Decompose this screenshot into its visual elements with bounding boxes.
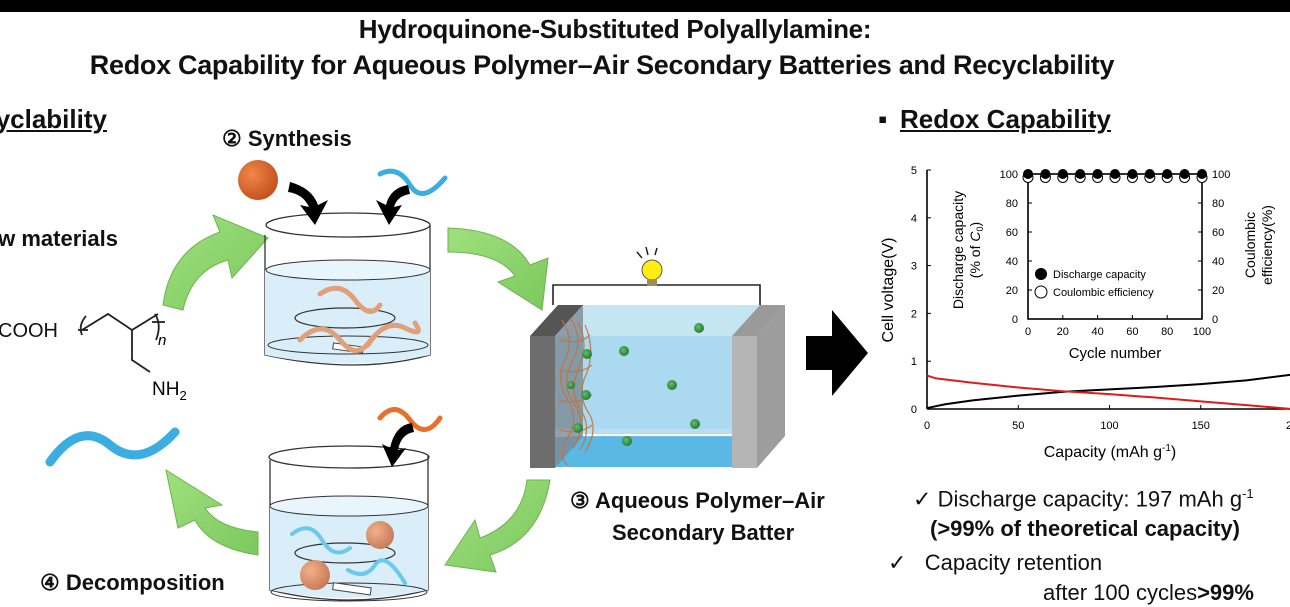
x-tick-label: 20 — [1286, 420, 1290, 432]
polymer-strand-orange — [377, 407, 443, 432]
check-icon: ✓ — [888, 550, 907, 575]
inset-y-tick-label: 60 — [1006, 227, 1018, 239]
raw-materials-label: Raw materials — [0, 226, 118, 251]
legend-coulombic-label: Coulombic efficiency — [1053, 287, 1154, 299]
charge-curve — [926, 373, 1290, 410]
discharge-capacity-point — [1057, 169, 1068, 179]
inset-y-axis-label-2: (% of C0) — [967, 222, 985, 278]
inset-y2-tick-label: 100 — [1212, 169, 1230, 181]
result-2-value: >99% — [1197, 580, 1254, 605]
result-2: ✓ Capacity retention — [888, 550, 1102, 576]
inset-y2-tick-label: 0 — [1212, 314, 1218, 326]
check-icon: ✓ — [913, 486, 932, 512]
inset-y-tick-label: 40 — [1006, 256, 1018, 268]
decomposition-beaker — [268, 445, 430, 602]
inset-x-axis-label: Cycle number — [1069, 345, 1162, 362]
inset-y-tick-label: 20 — [1006, 285, 1018, 297]
discharge-capacity-point — [1197, 169, 1207, 179]
black-arrow-3 — [382, 423, 414, 467]
x-tick-label: 150 — [1192, 420, 1210, 432]
inset-y2-tick-label: 60 — [1212, 227, 1224, 239]
arrow-synthesis-to-battery — [447, 227, 549, 311]
inset-y-tick-label: 100 — [1000, 169, 1018, 181]
inset-x-tick-label: 40 — [1091, 326, 1103, 338]
y-tick-label: 5 — [911, 165, 917, 177]
y-axis-label: Cell voltage(V) — [880, 238, 897, 343]
inset-y2-tick-label: 20 — [1212, 285, 1224, 297]
top-black-bar — [0, 0, 1290, 12]
discharge-capacity-point — [1144, 169, 1155, 179]
discharge-capacity-point — [1127, 169, 1138, 179]
discharge-capacity-point — [1092, 169, 1103, 179]
heading-bullet: ▪ — [878, 104, 888, 134]
y-tick-label: 2 — [911, 308, 917, 320]
black-arrow-2 — [376, 185, 410, 225]
discharge-curve — [926, 374, 1290, 410]
x-tick-label: 0 — [924, 420, 930, 432]
y-tick-label: 4 — [911, 213, 917, 225]
hydroquinone-ball — [238, 160, 278, 200]
arrow-raw-to-synthesis — [162, 214, 269, 311]
battery-cell — [530, 246, 785, 468]
arrow-battery-to-decomposition — [444, 479, 551, 573]
discharge-capacity-point — [1040, 169, 1051, 179]
black-block-arrow — [806, 310, 868, 396]
voltage-capacity-chart: 01234505010015020Capacity (mAh g-1)Cell … — [880, 165, 1290, 461]
result-2-text: Capacity retention — [924, 550, 1103, 575]
y-tick-label: 3 — [911, 261, 917, 273]
step-2-synthesis-label: ② Synthesis — [222, 126, 352, 151]
discharge-capacity-point — [1075, 169, 1086, 179]
step-3-label-line-2: Secondary Batter — [612, 520, 795, 545]
result-2-detail-text: after 100 cycles — [1043, 580, 1198, 605]
polymer-structure — [78, 312, 165, 373]
result-1-detail: (>99% of theoretical capacity) — [930, 516, 1240, 541]
legend-filled-marker — [1035, 268, 1047, 280]
discharge-capacity-point — [1162, 169, 1173, 179]
polymer-subscript-n: n — [158, 332, 166, 349]
discharge-capacity-point — [1023, 169, 1033, 179]
y-tick-label: 0 — [911, 404, 917, 416]
inset-y2-tick-label: 40 — [1212, 256, 1224, 268]
result-1: ✓ Discharge capacity: 197 mAh g-1 — [913, 486, 1254, 512]
y-tick-label: 1 — [911, 356, 917, 368]
inset-y2-tick-label: 80 — [1212, 198, 1224, 210]
result-2-detail: after 100 cycles>99% — [1043, 580, 1254, 606]
inset-x-tick-label: 60 — [1126, 326, 1138, 338]
x-tick-label: 50 — [1012, 420, 1024, 432]
inset-y-axis-label: Discharge capacity — [950, 191, 966, 309]
polymer-strand-blue — [377, 168, 448, 196]
legend-discharge-label: Discharge capacity — [1053, 269, 1146, 281]
result-1-sup: -1 — [1242, 486, 1254, 501]
inset-x-tick-label: 80 — [1161, 326, 1173, 338]
inset-x-tick-label: 20 — [1057, 326, 1069, 338]
x-axis-label: Capacity (mAh g-1) — [1044, 443, 1177, 461]
inset-y-tick-label: 0 — [1012, 314, 1018, 326]
inset-y-tick-label: 80 — [1006, 198, 1018, 210]
title-line-2: Redox Capability for Aqueous Polymer–Air… — [89, 50, 1115, 80]
arrow-decomposition-to-raw — [165, 468, 259, 556]
discharge-capacity-point — [1179, 169, 1190, 179]
synthesis-beaker — [264, 212, 431, 366]
inset-y2-axis-label-2: efficiency(%) — [1259, 205, 1275, 285]
black-arrow-1 — [288, 182, 328, 225]
legend-open-marker — [1034, 285, 1048, 299]
inset-y2-axis-label: Coulombic — [1242, 212, 1258, 278]
inset-x-tick-label: 0 — [1025, 326, 1031, 338]
discharge-capacity-point — [1110, 169, 1120, 179]
recovered-polymer-strand — [45, 427, 180, 467]
x-tick-label: 100 — [1100, 420, 1118, 432]
raw-material-formula: …COOH — [0, 320, 58, 342]
result-1-text: Discharge capacity: 197 mAh g — [937, 486, 1243, 512]
step-3-label-line-1: ③ Aqueous Polymer–Air — [570, 488, 825, 513]
title-line-1: Hydroquinone-Substituted Polyallylamine: — [358, 14, 872, 44]
step-4-decomposition-label: ④ Decomposition — [40, 570, 225, 595]
redox-capability-heading: Redox Capability — [900, 104, 1111, 134]
recyclability-heading: Recyclability — [0, 104, 107, 134]
inset-x-tick-label: 100 — [1193, 326, 1211, 338]
